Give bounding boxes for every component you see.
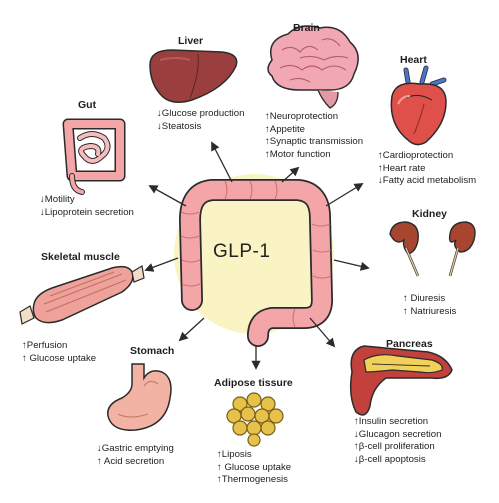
stomach-title: Stomach xyxy=(130,345,175,357)
brain-icon xyxy=(267,25,359,109)
colon-icon xyxy=(179,179,333,347)
kidney-title: Kidney xyxy=(412,208,448,220)
stomach-icon xyxy=(107,363,172,431)
heart-effect: ↑Cardioprotection xyxy=(378,150,454,161)
pancreas-effect: ↓Glucagon secretion xyxy=(354,428,442,440)
arrows xyxy=(144,141,370,370)
heart-effect: ↑Heart rate xyxy=(378,162,426,174)
kidney-effect: ↑ Diuresis xyxy=(403,293,446,304)
arrow-liver xyxy=(211,141,233,183)
liver-effects: ↓Glucose production ↓Steatosis xyxy=(157,108,244,133)
brain-effect: ↑Synaptic transmission xyxy=(265,136,364,148)
gut-effect: ↓Motility xyxy=(40,194,75,205)
gut-title: Gut xyxy=(78,99,97,111)
center-halo xyxy=(174,174,334,334)
brain-effect: ↑Neuroprotection xyxy=(265,111,339,122)
arrow-muscle xyxy=(144,257,179,272)
stomach-effects: ↓Gastric emptying ↑ Acid secretion xyxy=(97,443,174,468)
gut-effect: ↓Lipoprotein secretion xyxy=(40,206,134,218)
arrow-stomach xyxy=(178,317,205,342)
heart-effect: ↓Fatty acid metabolism xyxy=(378,175,477,187)
skeletal-muscle-effects: ↑Perfusion ↑ Glucose uptake xyxy=(22,340,96,365)
heart-title: Heart xyxy=(400,54,427,66)
arrow-pancreas xyxy=(309,317,336,348)
skeletal-muscle-effect: ↑ Glucose uptake xyxy=(22,352,97,364)
skeletal-muscle-title: Skeletal muscle xyxy=(41,251,120,263)
liver-effect: ↓Glucose production xyxy=(157,108,245,119)
skeletal-muscle-effect: ↑Perfusion xyxy=(22,340,68,351)
heart-effects: ↑Cardioprotection ↑Heart rate ↓Fatty aci… xyxy=(378,150,476,188)
arrow-heart xyxy=(325,183,364,207)
muscle-icon xyxy=(19,265,145,325)
liver-icon xyxy=(149,49,238,103)
adipose-effects: ↑Liposis ↑ Glucose uptake ↑Thermogenesis xyxy=(217,449,291,487)
stomach-effect: ↑ Acid secretion xyxy=(97,455,165,467)
adipose-title: Adipose tissure xyxy=(214,377,293,389)
gut-effects: ↓Motility ↓Lipoprotein secretion xyxy=(40,194,134,219)
kidney-effects: ↑ Diuresis ↑ Natriuresis xyxy=(403,293,456,318)
pancreas-effect: ↑β-cell proliferation xyxy=(354,441,435,453)
arrow-brain xyxy=(281,166,300,183)
adipose-effect: ↑Thermogenesis xyxy=(217,474,288,486)
brain-effect: ↑Motor function xyxy=(265,148,331,160)
arrow-kidney xyxy=(333,259,370,271)
brain-title: Brain xyxy=(293,22,320,34)
pancreas-title: Pancreas xyxy=(386,338,433,350)
intestine-icon xyxy=(62,118,126,195)
glp1-label: GLP-1 xyxy=(213,241,271,262)
brain-effect: ↑Appetite xyxy=(265,123,306,135)
pancreas-icon xyxy=(349,345,453,416)
pancreas-effect: ↓β-cell apoptosis xyxy=(354,453,426,465)
brain-effects: ↑Neuroprotection ↑Appetite ↑Synaptic tra… xyxy=(265,111,363,161)
kidney-effect: ↑ Natriuresis xyxy=(403,305,457,317)
arrow-gut xyxy=(148,185,187,207)
kidney-icon xyxy=(389,221,476,277)
adipose-effect: ↑Liposis xyxy=(217,449,252,460)
pancreas-effect: ↑Insulin secretion xyxy=(354,416,429,427)
liver-effect: ↓Steatosis xyxy=(157,120,202,132)
heart-icon xyxy=(390,65,447,146)
adipose-effect: ↑ Glucose uptake xyxy=(217,461,292,473)
fat-cells-icon xyxy=(226,392,284,447)
stomach-effect: ↓Gastric emptying xyxy=(97,443,174,454)
liver-title: Liver xyxy=(178,35,204,47)
pancreas-effects: ↑Insulin secretion ↓Glucagon secretion ↑… xyxy=(354,416,441,466)
